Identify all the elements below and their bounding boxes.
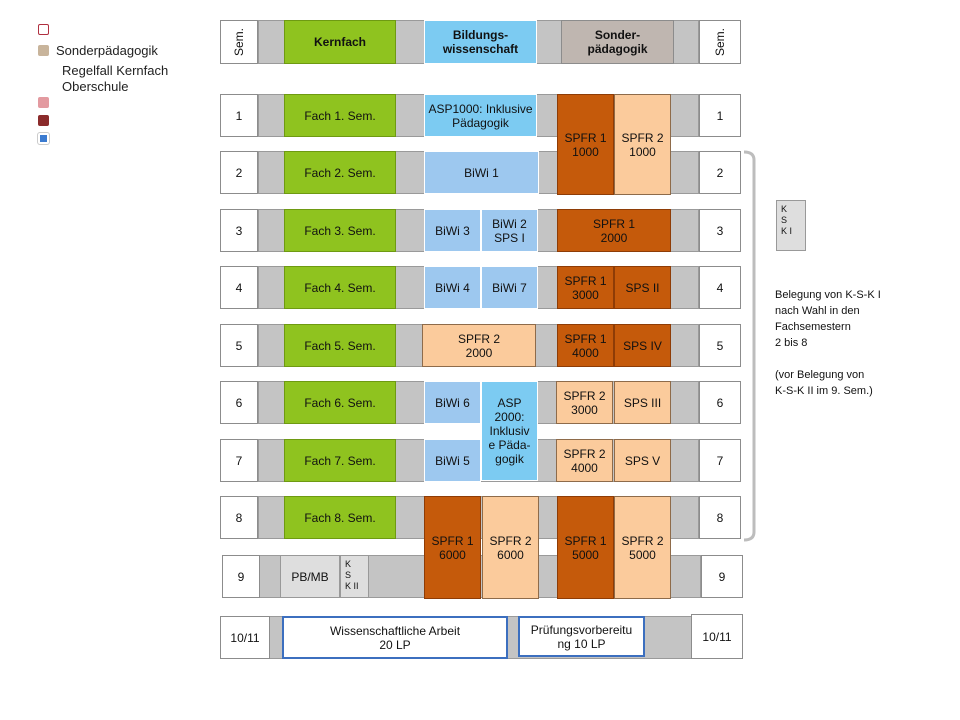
- module-pbmb: PB/MB: [280, 555, 340, 598]
- row-num-right: 5: [699, 324, 741, 367]
- legend-swatch-2: [38, 45, 49, 56]
- module-spfr1-5000: SPFR 1 5000: [557, 496, 614, 599]
- module-wissenschaftliche-arbeit: Wissenschaftliche Arbeit 20 LP: [282, 616, 508, 659]
- module-spfr1-3000: SPFR 1 3000: [557, 266, 614, 309]
- module-spfr1-6000: SPFR 1 6000: [424, 496, 481, 599]
- module-spfr1-2000: SPFR 1 2000: [557, 209, 671, 252]
- module-biwi3: BiWi 3: [424, 209, 481, 252]
- header-sem-right: Sem.: [699, 20, 741, 64]
- legend-swatch-5: [38, 115, 49, 126]
- module-fach: Fach 7. Sem.: [284, 439, 396, 482]
- legend-swatch-6: [38, 133, 49, 144]
- module-spfr2-6000: SPFR 2 6000: [482, 496, 539, 599]
- module-pruefungsvorbereitung: Prüfungsvorbereitu ng 10 LP: [518, 616, 645, 657]
- module-biwi6: BiWi 6: [424, 381, 481, 424]
- row-num-right: 7: [699, 439, 741, 482]
- module-ksk1: K S K I: [776, 200, 806, 251]
- legend-label-sonderpaedagogik: Sonderpädagogik: [56, 43, 158, 58]
- row-num-left: 5: [220, 324, 258, 367]
- module-fach: Fach 5. Sem.: [284, 324, 396, 367]
- header-sem-left: Sem.: [220, 20, 258, 64]
- row9-num-left: 9: [222, 555, 260, 598]
- module-sps5: SPS V: [614, 439, 671, 482]
- module-spfr2-1000: SPFR 2 1000: [614, 94, 671, 195]
- bracket-ksk: [743, 150, 756, 542]
- module-biwi5: BiWi 5: [424, 439, 481, 482]
- module-asp1000: ASP1000: Inklusive Pädagogik: [424, 94, 537, 137]
- row10-num-right: 10/11: [691, 614, 743, 659]
- note-ksk: Belegung von K-S-K I nach Wahl in den Fa…: [775, 289, 881, 397]
- header-sem-right-text: Sem.: [713, 27, 727, 56]
- legend-label-regelfall: Regelfall Kernfach Oberschule: [62, 63, 169, 94]
- row10-num-left: 10/11: [220, 616, 270, 659]
- row-num-right: 8: [699, 496, 741, 539]
- row-num-right: 6: [699, 381, 741, 424]
- module-fach: Fach 6. Sem.: [284, 381, 396, 424]
- row-num-right: 1: [699, 94, 741, 137]
- module-sps4: SPS IV: [614, 324, 671, 367]
- header-sonder: Sonder- pädagogik: [561, 20, 674, 64]
- row-num-right: 4: [699, 266, 741, 309]
- row-num-left: 1: [220, 94, 258, 137]
- module-asp2000: ASP 2000: Inklusiv e Päda- gogik: [481, 381, 538, 481]
- legend-swatch-4: [38, 97, 49, 108]
- module-spfr2-5000: SPFR 2 5000: [614, 496, 671, 599]
- row-num-right: 3: [699, 209, 741, 252]
- row9-num-right: 9: [701, 555, 743, 598]
- module-fach: Fach 8. Sem.: [284, 496, 396, 539]
- module-fach: Fach 4. Sem.: [284, 266, 396, 309]
- row-num-left: 7: [220, 439, 258, 482]
- module-biwi4: BiWi 4: [424, 266, 481, 309]
- module-sps2: SPS II: [614, 266, 671, 309]
- header-bildung: Bildungs- wissenschaft: [424, 20, 537, 64]
- module-fach: Fach 3. Sem.: [284, 209, 396, 252]
- module-sps3: SPS III: [614, 381, 671, 424]
- module-spfr1-4000: SPFR 1 4000: [557, 324, 614, 367]
- header-kernfach: Kernfach: [284, 20, 396, 64]
- module-biwi7: BiWi 7: [481, 266, 538, 309]
- module-spfr2-2000: SPFR 2 2000: [422, 324, 536, 367]
- module-spfr1-1000: SPFR 1 1000: [557, 94, 614, 195]
- module-biwi2: BiWi 2 SPS I: [481, 209, 538, 252]
- row-num-left: 4: [220, 266, 258, 309]
- module-biwi1: BiWi 1: [424, 151, 539, 194]
- module-ksk2: K S K II: [340, 555, 369, 598]
- row-num-right: 2: [699, 151, 741, 194]
- module-spfr2-4000: SPFR 2 4000: [556, 439, 613, 482]
- module-spfr2-3000: SPFR 2 3000: [556, 381, 613, 424]
- row-num-left: 2: [220, 151, 258, 194]
- legend-swatch-1: [38, 24, 49, 35]
- module-fach: Fach 1. Sem.: [284, 94, 396, 137]
- module-fach: Fach 2. Sem.: [284, 151, 396, 194]
- row-num-left: 8: [220, 496, 258, 539]
- header-sem-left-text: Sem.: [232, 27, 246, 56]
- row-num-left: 3: [220, 209, 258, 252]
- row-num-left: 6: [220, 381, 258, 424]
